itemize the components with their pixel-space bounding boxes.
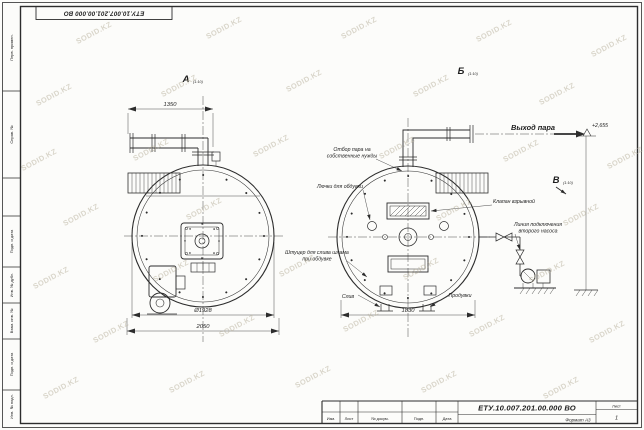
- furnace-door: [180, 222, 224, 260]
- doc-number-rotated: ЕТУ.10.007.201.00.000 ВО: [64, 10, 145, 17]
- watermark-text: SODID.KZ: [339, 15, 378, 41]
- watermark-text: SODID.KZ: [159, 73, 198, 99]
- watermark-text: SODID.KZ: [91, 319, 130, 345]
- margin-label: Инв. № подл.: [9, 394, 14, 419]
- view-v-scale-note: (1:10): [563, 181, 574, 185]
- watermark-text: SODID.KZ: [411, 73, 450, 99]
- watermark-text: SODID.KZ: [501, 138, 540, 164]
- explosion-valve-hatch: [386, 202, 430, 220]
- watermark-text: SODID.KZ: [474, 18, 513, 44]
- view-a: 1350 Ø1928 2050 А (1:10): [124, 74, 283, 342]
- watermark-text: SODID.KZ: [589, 33, 628, 59]
- margin-label: Подп. и дата: [9, 352, 14, 376]
- watermark-text: SODID.KZ: [419, 369, 458, 395]
- steam-direction-arrow: [576, 130, 585, 138]
- margin-label: Взам. инв. №: [9, 309, 14, 334]
- steam-tap-label-1: Отбор пара на: [333, 147, 370, 153]
- title-block: Изм. Лист № докум. Подп. Дата ЕТУ.10.007…: [321, 400, 638, 424]
- boiler-front-shell: [131, 164, 275, 308]
- pump-piping: [479, 232, 556, 295]
- blow-hatch-right: [439, 221, 449, 231]
- watermark-text: SODID.KZ: [167, 369, 206, 395]
- watermark-layer: SODID.KZ SODID.KZ SODID.KZ SODID.KZ SODID.KZ…: [19, 15, 644, 401]
- ribbed-block-right: [435, 172, 489, 194]
- top-doc-stamp: ЕТУ.10.007.201.00.000 ВО: [35, 6, 173, 20]
- tb-col-izm: Изм.: [327, 416, 336, 421]
- ribbed-block-left: [127, 172, 181, 194]
- watermark-text: SODID.KZ: [251, 133, 290, 159]
- steam-outlet-pipe: [399, 125, 585, 167]
- dim-1830: 1830: [402, 308, 416, 314]
- margin-label: Подп. и дата: [9, 229, 14, 253]
- watermark-text: SODID.KZ: [561, 202, 600, 228]
- blow-hatch-left: [367, 221, 377, 231]
- watermark-text: SODID.KZ: [277, 253, 316, 279]
- watermark-text: SODID.KZ: [605, 145, 644, 171]
- watermark-text: SODID.KZ: [541, 375, 580, 401]
- tb-col-list: Лист: [345, 416, 354, 421]
- pump-unit: [514, 268, 556, 295]
- sludge-label-2: при обдувке: [302, 257, 331, 263]
- dim-1350: 1350: [164, 102, 178, 108]
- pump-line-label-1: Линия подключения: [513, 222, 562, 228]
- watermark-text: SODID.KZ: [341, 308, 380, 334]
- pump-line-label-2: второго насоса: [518, 229, 557, 235]
- watermark-text: SODID.KZ: [587, 319, 626, 345]
- tb-col-podp: Подп.: [414, 416, 425, 421]
- watermark-text: SODID.KZ: [131, 137, 170, 163]
- left-margin-graphs: Перв. примен. Справ. № Подп. и дата Инв.…: [2, 34, 21, 419]
- tb-col-doc: № докум.: [371, 416, 389, 421]
- watermark-text: SODID.KZ: [184, 196, 223, 222]
- steam-pipe-left: [129, 133, 221, 166]
- watermark-text: SODID.KZ: [434, 197, 473, 223]
- margin-label: Перв. примен.: [9, 34, 14, 61]
- watermark-text: SODID.KZ: [204, 15, 243, 41]
- dim-diameter: Ø1928: [193, 308, 212, 314]
- watermark-text: SODID.KZ: [537, 81, 576, 107]
- watermark-text: SODID.KZ: [293, 364, 332, 390]
- watermark-text: SODID.KZ: [41, 375, 80, 401]
- elevation-value: +2,655: [592, 123, 608, 129]
- explosion-valve-label: Клапан взрывной: [493, 198, 535, 205]
- doc-number: ЕТУ.10.007.201.00.000 ВО: [478, 404, 576, 413]
- dimensions-view-a: 1350 Ø1928 2050: [126, 102, 280, 335]
- hatches-label: Лючки для обдувки: [316, 184, 363, 190]
- view-a-label: А: [182, 74, 190, 85]
- dimensions-view-b: 1830: [340, 300, 476, 318]
- dim-overall: 2050: [196, 324, 211, 330]
- sheet-number: 1: [615, 416, 618, 422]
- watermark-text: SODID.KZ: [217, 313, 256, 339]
- view-v-label: В: [553, 175, 560, 186]
- steam-outlet-label: Выход пара: [511, 123, 555, 132]
- view-b-scale-note: (1:10): [468, 72, 479, 76]
- annotations: Выход пара Отбор пара на собственные нуж…: [285, 123, 562, 308]
- view-b: +2,655 1830 Б: [328, 66, 608, 338]
- watermark-text: SODID.KZ: [61, 202, 100, 228]
- sheet-label: Лист: [612, 404, 621, 409]
- view-a-scale-note: (1:10): [193, 80, 204, 84]
- margin-label: Инв. № дубл.: [9, 273, 14, 298]
- watermark-text: SODID.KZ: [74, 20, 113, 46]
- elevation-mark: +2,655: [574, 123, 608, 297]
- blowdown-label: Продувки: [449, 293, 472, 299]
- lower-hatch-b: [387, 255, 429, 273]
- format-label: Формат А3: [565, 418, 591, 423]
- watermark-text: SODID.KZ: [467, 313, 506, 339]
- sludge-label-1: Штуцер для слива шлама: [285, 250, 349, 256]
- tb-col-data: Дата: [443, 416, 453, 421]
- watermark-text: SODID.KZ: [19, 147, 58, 173]
- view-b-label: Б: [458, 66, 465, 77]
- watermark-text: SODID.KZ: [151, 258, 190, 284]
- watermark-text: SODID.KZ: [34, 82, 73, 108]
- steam-tap-label-2: собственные нужды: [327, 154, 378, 160]
- watermark-text: SODID.KZ: [284, 68, 323, 94]
- watermark-text: SODID.KZ: [31, 265, 70, 291]
- drain-label: Слив: [342, 294, 355, 300]
- margin-label: Справ. №: [9, 125, 14, 143]
